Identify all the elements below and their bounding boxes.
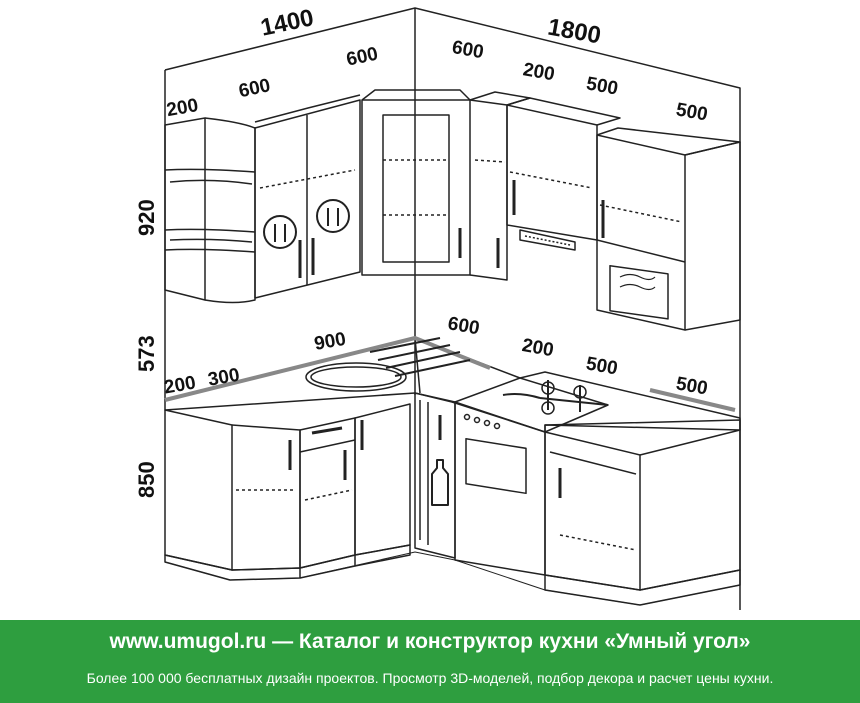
upper-corner-glass-cabinet [361, 89, 471, 276]
cooktop [502, 380, 609, 415]
dim-height-gap: 573 [134, 335, 159, 372]
dim-upper-right-500a: 500 [585, 73, 620, 99]
dim-lower-right-200: 200 [520, 335, 555, 361]
dim-upper-corner-600-right: 600 [450, 37, 485, 63]
cutlery-icon-left [263, 215, 297, 249]
dim-lower-600: 600 [446, 313, 481, 339]
bottle-icon [431, 459, 449, 506]
sink [305, 362, 407, 392]
dim-upper-right-500b: 500 [674, 99, 709, 125]
microwave [609, 264, 669, 320]
floor-line [164, 551, 741, 606]
dim-top-right-total: 1800 [546, 14, 603, 50]
upper-open-shelf [164, 117, 256, 304]
dim-height-lower: 850 [134, 461, 159, 498]
cutlery-icon-right [316, 199, 350, 233]
upper-cabinet-2door [254, 94, 361, 299]
dim-upper-corner-600-left: 600 [345, 44, 380, 71]
dim-upper-right-200: 200 [521, 59, 556, 85]
lower-sink-cabinet [354, 403, 411, 567]
dimension-labels: 1400 1800 200 600 600 600 200 500 500 92… [134, 4, 709, 498]
dim-lower-900: 900 [313, 329, 348, 355]
lower-bottle-cabinet [414, 392, 456, 559]
dim-upper-left-600: 600 [237, 75, 272, 102]
kitchen-drawing: 1400 1800 200 600 600 600 200 500 500 92… [134, 4, 741, 610]
upper-right-narrow-cabinet [469, 91, 531, 281]
lower-drawer-unit [299, 417, 356, 579]
dim-lower-300: 300 [206, 365, 241, 391]
oven-window [465, 438, 527, 495]
countertop [164, 336, 741, 433]
lower-right-cabinet [544, 419, 741, 606]
dim-lower-right-500a: 500 [584, 353, 619, 379]
stove [454, 377, 609, 576]
lower-corner-cabinet [164, 409, 301, 581]
banner-subtitle: Более 100 000 бесплатных дизайн проектов… [86, 670, 774, 686]
banner-title-link[interactable]: www.umugol.ru — Каталог и конструктор ку… [109, 630, 751, 653]
dim-top-left-total: 1400 [258, 4, 316, 42]
footer-banner: www.umugol.ru — Каталог и конструктор ку… [0, 620, 860, 703]
dim-upper-left-200: 200 [165, 95, 200, 121]
dim-height-upper: 920 [134, 199, 159, 236]
upper-microwave-cabinet [596, 127, 741, 331]
range-hood [519, 229, 576, 251]
